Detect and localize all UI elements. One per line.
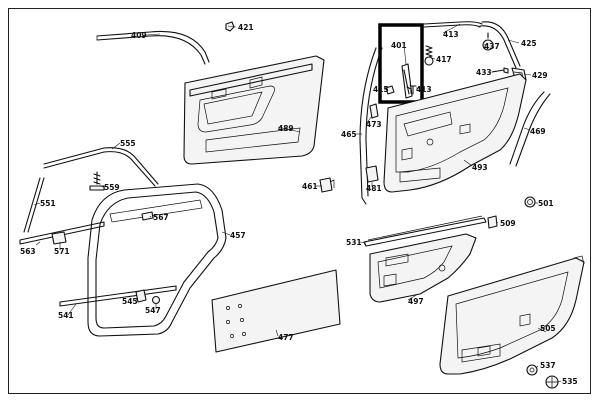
door-shell-493: [383, 73, 527, 193]
label-501: 501: [538, 199, 554, 208]
seal-strip-425: [479, 21, 521, 69]
label-535: 535: [562, 377, 578, 386]
plug-501: [524, 196, 536, 208]
clip-509: [487, 215, 498, 229]
label-469: 469: [530, 127, 546, 136]
label-537: 537: [540, 361, 556, 370]
window-channel-strip-409: [96, 30, 210, 65]
screw-433: [491, 67, 509, 74]
highlight-box-401: [378, 23, 424, 104]
clip-473: [369, 103, 379, 119]
label-415: 415: [373, 85, 389, 94]
label-461: 461: [302, 182, 318, 191]
spring-417: [424, 45, 434, 66]
clip-571: [51, 231, 67, 245]
label-413-top: 413: [443, 30, 459, 39]
label-489: 489: [278, 124, 294, 133]
roof-strip-413: [423, 21, 483, 28]
diagram-frame: [8, 8, 591, 394]
bracket-481: [365, 165, 379, 183]
label-413-pin: 413: [416, 85, 432, 94]
window-guide-465: [359, 47, 383, 205]
clip-415: [385, 85, 395, 95]
label-417: 417: [436, 55, 452, 64]
trim-panel-505: [439, 255, 585, 375]
trim-panel-497: [369, 233, 477, 303]
bracket-461: [319, 177, 335, 193]
label-473: 473: [366, 120, 382, 129]
label-465: 465: [341, 130, 357, 139]
pin-413: [409, 85, 417, 95]
window-strip-555: [43, 147, 159, 187]
moisture-barrier-477: [211, 269, 341, 353]
label-541: 541: [58, 311, 74, 320]
label-437: 437: [484, 42, 500, 51]
label-433: 433: [476, 68, 492, 77]
label-555: 555: [120, 139, 136, 148]
label-457: 457: [230, 231, 246, 240]
screw-559: [89, 171, 105, 191]
window-channel-551: [23, 177, 45, 233]
label-545: 545: [122, 297, 138, 306]
label-531: 531: [346, 238, 362, 247]
door-trim-panel-489: [183, 55, 325, 165]
label-497: 497: [408, 297, 424, 306]
label-481: 481: [366, 184, 382, 193]
outer-moulding-401: [401, 63, 413, 99]
label-477: 477: [278, 333, 294, 342]
label-563: 563: [20, 247, 36, 256]
label-401: 401: [391, 41, 407, 50]
label-551: 551: [40, 199, 56, 208]
clip-567: [141, 211, 154, 221]
label-493: 493: [472, 163, 488, 172]
door-frame-457: [87, 183, 227, 337]
leader-lines: [33, 23, 562, 383]
label-571: 571: [54, 247, 70, 256]
label-421: 421: [238, 23, 254, 32]
clip-547: [151, 295, 161, 305]
label-559: 559: [104, 183, 120, 192]
label-425: 425: [521, 39, 537, 48]
clip-437: [482, 32, 494, 51]
clip-537: [526, 364, 538, 376]
label-409: 409: [131, 31, 147, 40]
label-567: 567: [153, 213, 169, 222]
door-seal-469: [509, 91, 551, 167]
lower-moulding-563: [19, 221, 105, 245]
cap-535: [545, 375, 559, 389]
part-numbers: 409 421 489 401 413 437 425 417 433 429 …: [20, 23, 578, 386]
trim-strip-531: [363, 215, 487, 247]
label-505: 505: [540, 324, 556, 333]
label-429: 429: [532, 71, 548, 80]
label-547: 547: [145, 306, 161, 315]
label-509: 509: [500, 219, 516, 228]
